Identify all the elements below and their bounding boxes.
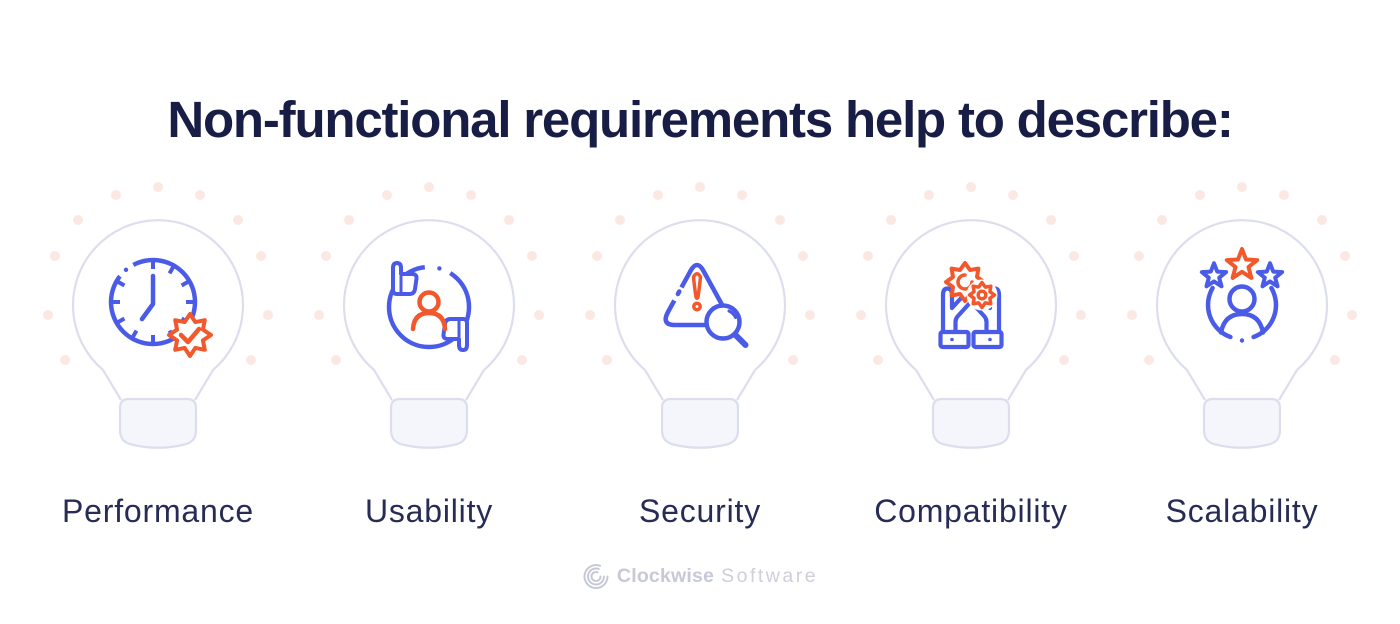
- card-compatibility: Compatibility: [836, 175, 1107, 530]
- thumb-down-icon: [441, 317, 469, 352]
- card-security: Security: [565, 175, 836, 530]
- card-usability: Usability: [294, 175, 565, 530]
- thumb-up-icon: [391, 261, 419, 296]
- brand-name-light: Software: [721, 564, 819, 587]
- clock-with-check-badge-icon: [108, 257, 213, 358]
- card-performance: Performance: [23, 175, 294, 530]
- usability-bulb-illustration: [312, 180, 546, 449]
- clockwise-logo-icon: [583, 564, 609, 589]
- star-left-icon: [1202, 263, 1226, 286]
- label-performance: Performance: [62, 493, 254, 529]
- lightbulb-outline: [583, 180, 817, 449]
- lightbulb-outline: [41, 180, 275, 449]
- scalability-bulb-illustration: [1125, 180, 1359, 449]
- gears: [944, 261, 998, 311]
- user-with-rating-stars-icon: [1202, 247, 1282, 343]
- card-scalability: Scalability: [1107, 175, 1378, 530]
- label-scalability: Scalability: [1165, 493, 1319, 529]
- label-usability: Usability: [364, 493, 494, 529]
- brand-name-bold: Clockwise: [616, 564, 715, 587]
- brand-footer: Clockwise Software: [0, 562, 1400, 590]
- compatibility-bulb-illustration: [854, 180, 1088, 449]
- requirements-row: Performance Usability: [0, 175, 1400, 530]
- performance-bulb-illustration: [41, 180, 275, 449]
- warning-triangle-magnifier-icon: [663, 262, 749, 348]
- user-feedback-thumbs-icon: [386, 261, 472, 352]
- star-right-icon: [1258, 263, 1282, 286]
- label-security: Security: [639, 493, 761, 529]
- hands-holding-gears-icon: [938, 261, 1004, 350]
- page-title: Non-functional requirements help to desc…: [167, 91, 1233, 148]
- security-bulb-illustration: [583, 180, 817, 449]
- lightbulb-outline: [854, 180, 1088, 449]
- label-compatibility: Compatibility: [874, 493, 1068, 529]
- star-center-icon: [1224, 247, 1260, 280]
